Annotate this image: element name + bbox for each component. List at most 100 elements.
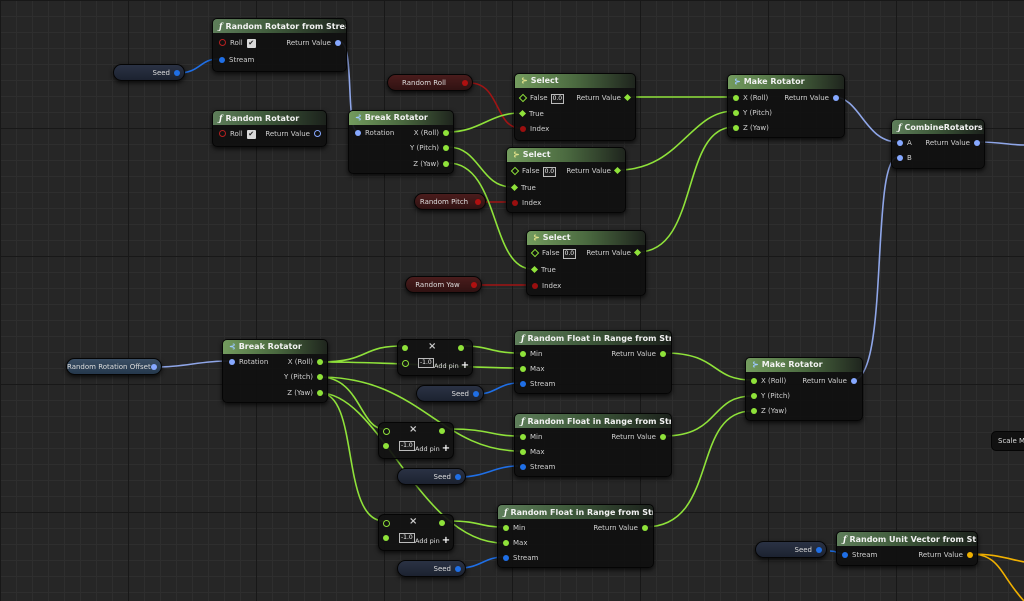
- multiply-node-2[interactable]: × -1.0 Add pin+: [378, 422, 454, 459]
- return-value-output[interactable]: Return Value: [576, 93, 632, 103]
- roll-checkbox[interactable]: ✔: [246, 38, 256, 48]
- node-header[interactable]: ⊱Make Rotator: [728, 75, 844, 89]
- stream-input[interactable]: Stream: [842, 550, 877, 560]
- return-value-output[interactable]: Return Value: [802, 376, 857, 386]
- random-roll-output-pin[interactable]: [462, 80, 468, 86]
- y-pitch-input[interactable]: Y (Pitch): [751, 391, 790, 401]
- float-pin-icon[interactable]: [402, 360, 409, 367]
- float-pin-icon[interactable]: [383, 428, 390, 435]
- random-yaw-getter[interactable]: Random Yaw: [405, 276, 482, 293]
- a-input[interactable]: A: [897, 138, 912, 148]
- wildcard-pin-icon[interactable]: [623, 93, 632, 102]
- return-value-output[interactable]: Return Value: [566, 166, 622, 176]
- random-yaw-output-pin[interactable]: [471, 282, 477, 288]
- float-pin-icon[interactable]: [443, 129, 449, 136]
- rotation-input[interactable]: Rotation: [355, 128, 394, 138]
- struct-pin-icon[interactable]: [503, 554, 509, 561]
- multiplier-value-field[interactable]: -1.0: [399, 441, 415, 451]
- return-value-output[interactable]: Return Value: [784, 93, 839, 103]
- bool-pin-icon[interactable]: [219, 130, 226, 137]
- return-value-output[interactable]: Return Value: [593, 523, 648, 533]
- rotator-pin-icon[interactable]: [833, 94, 839, 101]
- x-roll-output[interactable]: X (Roll): [288, 357, 323, 367]
- float-pin-icon[interactable]: [520, 350, 526, 357]
- return-value-output[interactable]: Return Value: [918, 550, 973, 560]
- stream-input[interactable]: Stream: [520, 462, 555, 472]
- rotator-pin-icon[interactable]: [314, 130, 321, 137]
- stream-input[interactable]: Stream: [520, 379, 555, 389]
- wildcard-pin-icon[interactable]: [633, 248, 642, 257]
- float-pin-icon[interactable]: [503, 539, 509, 546]
- stream-input[interactable]: Stream: [219, 55, 254, 65]
- node-header[interactable]: ⊱Select: [515, 74, 635, 88]
- vector-pin-icon[interactable]: [967, 551, 973, 558]
- stream-input[interactable]: Stream: [503, 553, 538, 563]
- max-input[interactable]: Max: [520, 364, 544, 374]
- float-pin-icon[interactable]: [733, 124, 739, 131]
- node-header[interactable]: ⊱Select: [527, 231, 645, 245]
- true-input[interactable]: True: [518, 109, 544, 119]
- seed-getter-5[interactable]: Seed: [755, 541, 827, 558]
- x-roll-input[interactable]: X (Roll): [733, 93, 768, 103]
- true-input[interactable]: True: [510, 183, 536, 193]
- add-pin-button[interactable]: Add pin+: [434, 360, 469, 371]
- rotator-pin-icon[interactable]: [897, 154, 903, 161]
- random-roll-getter[interactable]: Random Roll: [387, 74, 473, 91]
- wildcard-pin-icon[interactable]: [530, 248, 540, 257]
- node-header[interactable]: ⊰Break Rotator: [349, 111, 453, 125]
- return-value-output[interactable]: Return Value: [611, 432, 666, 442]
- index-input[interactable]: Index: [520, 124, 549, 134]
- y-pitch-output[interactable]: Y (Pitch): [410, 143, 449, 153]
- x-roll-output[interactable]: X (Roll): [414, 128, 449, 138]
- node-header[interactable]: ⊰Break Rotator: [223, 340, 327, 354]
- scale-node-partial[interactable]: Scale M: [991, 431, 1024, 451]
- true-input[interactable]: True: [530, 265, 556, 275]
- z-yaw-output[interactable]: Z (Yaw): [287, 388, 323, 398]
- float-pin-icon[interactable]: [751, 392, 757, 399]
- return-value-output[interactable]: Return Value: [586, 248, 642, 258]
- z-yaw-output[interactable]: Z (Yaw): [413, 159, 449, 169]
- bool-pin-icon[interactable]: [512, 199, 518, 206]
- max-input[interactable]: Max: [503, 538, 527, 548]
- float-pin-icon[interactable]: [317, 358, 323, 365]
- make-rotator-node-2[interactable]: ⊱Make Rotator X (Roll) Y (Pitch) Z (Yaw)…: [745, 357, 863, 421]
- roll-input[interactable]: Roll✔: [219, 38, 256, 48]
- random-pitch-getter[interactable]: Random Pitch: [414, 193, 486, 210]
- seed-output-pin[interactable]: [455, 566, 461, 572]
- node-header[interactable]: ⊱Make Rotator: [746, 358, 862, 372]
- struct-pin-icon[interactable]: [219, 56, 225, 63]
- seed-output-pin[interactable]: [473, 391, 479, 397]
- break-rotator-node-2[interactable]: ⊰Break Rotator Rotation X (Roll) Y (Pitc…: [222, 339, 328, 403]
- float-pin-icon[interactable]: [439, 520, 445, 526]
- roll-input[interactable]: Roll✔: [219, 129, 256, 139]
- return-value-output[interactable]: Return Value: [265, 129, 321, 139]
- float-pin-icon[interactable]: [439, 428, 445, 434]
- min-input[interactable]: Min: [520, 349, 542, 359]
- struct-pin-icon[interactable]: [520, 463, 526, 470]
- float-pin-icon[interactable]: [660, 433, 666, 440]
- float-pin-icon[interactable]: [317, 373, 323, 380]
- node-header[interactable]: ⊱Select: [507, 148, 625, 162]
- make-rotator-node-1[interactable]: ⊱Make Rotator X (Roll) Y (Pitch) Z (Yaw)…: [727, 74, 845, 138]
- add-pin-button[interactable]: Add pin+: [415, 443, 450, 454]
- bool-pin-icon[interactable]: [219, 39, 226, 46]
- wildcard-pin-icon[interactable]: [530, 265, 539, 274]
- bool-pin-icon[interactable]: [520, 125, 526, 132]
- float-pin-icon[interactable]: [402, 345, 408, 351]
- return-value-output[interactable]: Return Value: [611, 349, 666, 359]
- seed-getter-3[interactable]: Seed: [397, 468, 466, 485]
- seed-getter[interactable]: Seed: [113, 64, 185, 81]
- z-yaw-input[interactable]: Z (Yaw): [751, 406, 787, 416]
- wildcard-pin-icon[interactable]: [613, 166, 622, 175]
- seed-getter-2[interactable]: Seed: [416, 385, 484, 402]
